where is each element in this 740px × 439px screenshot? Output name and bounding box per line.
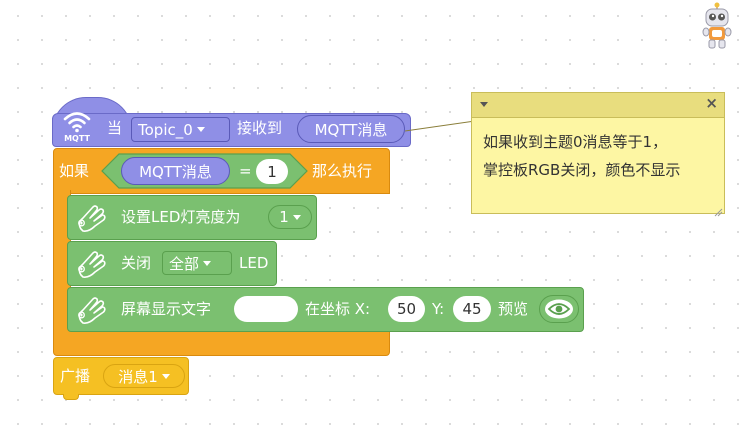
led-target-dropdown[interactable]: 全部 [162, 251, 232, 275]
led-suffix-label: LED [239, 254, 269, 272]
mqtt-message-reporter[interactable]: MQTT消息 [297, 115, 405, 143]
if-block-spine-fill [54, 188, 70, 333]
equals-operator: = [239, 162, 252, 180]
if-label: 如果 [59, 162, 90, 180]
comment-resize-handle[interactable] [713, 202, 723, 217]
eye-icon [542, 298, 576, 320]
comment-box[interactable]: × 如果收到主题0消息等于1， 掌控板RGB关闭，颜色不显示 [471, 92, 725, 217]
when-label: 当 [107, 119, 123, 137]
coord-x-label: 在坐标 X: [305, 300, 371, 318]
screen-text-input[interactable] [234, 296, 298, 322]
broadcast-message-dropdown[interactable]: 消息1 [103, 364, 185, 388]
sprite-robot-icon[interactable] [700, 2, 734, 50]
led-brightness-dropdown[interactable]: 1 [268, 205, 312, 229]
broadcast-label: 广播 [60, 367, 91, 385]
mqtt-wifi-icon: MQTT [60, 108, 94, 146]
led-brightness-value: 1 [279, 208, 289, 226]
comment-text-line: 掌控板RGB关闭，颜色不显示 [483, 161, 681, 179]
screen-show-text-block[interactable] [67, 287, 584, 332]
hand-icon [73, 201, 109, 235]
close-label: 关闭 [121, 254, 152, 272]
mqtt-hat-cap-fill [53, 120, 131, 142]
comment-connector-line [404, 118, 476, 132]
broadcast-block-notch [63, 394, 79, 400]
comment-close-icon[interactable]: × [705, 94, 718, 112]
mqtt-icon-label: MQTT [64, 134, 90, 143]
hand-icon [73, 247, 109, 281]
coord-y-label: Y: [432, 300, 445, 318]
received-label: 接收到 [237, 119, 283, 137]
broadcast-message-value: 消息1 [118, 367, 158, 386]
topic-dropdown-value: Topic_0 [138, 120, 193, 139]
chevron-down-icon [203, 260, 212, 266]
hand-icon [73, 293, 109, 327]
coord-x-input[interactable]: 50 [388, 296, 425, 322]
preview-label: 预览 [498, 300, 529, 318]
chevron-down-icon [196, 127, 205, 132]
then-label: 那么执行 [312, 162, 373, 180]
condition-value-input[interactable]: 1 [256, 159, 288, 184]
if-block-bottom-arm [53, 330, 390, 356]
set-led-brightness-label: 设置LED灯亮度为 [121, 208, 241, 226]
screen-show-text-label: 屏幕显示文字 [121, 300, 212, 318]
comment-text-line: 如果收到主题0消息等于1， [483, 133, 668, 151]
chevron-down-icon [161, 373, 170, 379]
mqtt-message-reporter-condition[interactable]: MQTT消息 [121, 157, 230, 185]
comment-collapse-icon[interactable] [480, 102, 488, 107]
led-target-value: 全部 [169, 254, 200, 273]
chevron-down-icon [292, 214, 301, 220]
coord-y-input[interactable]: 45 [453, 296, 491, 322]
comment-text[interactable]: 如果收到主题0消息等于1， 掌控板RGB关闭，颜色不显示 [483, 128, 723, 184]
topic-dropdown[interactable]: Topic_0 [131, 117, 230, 142]
comment-header[interactable]: × [472, 93, 724, 118]
